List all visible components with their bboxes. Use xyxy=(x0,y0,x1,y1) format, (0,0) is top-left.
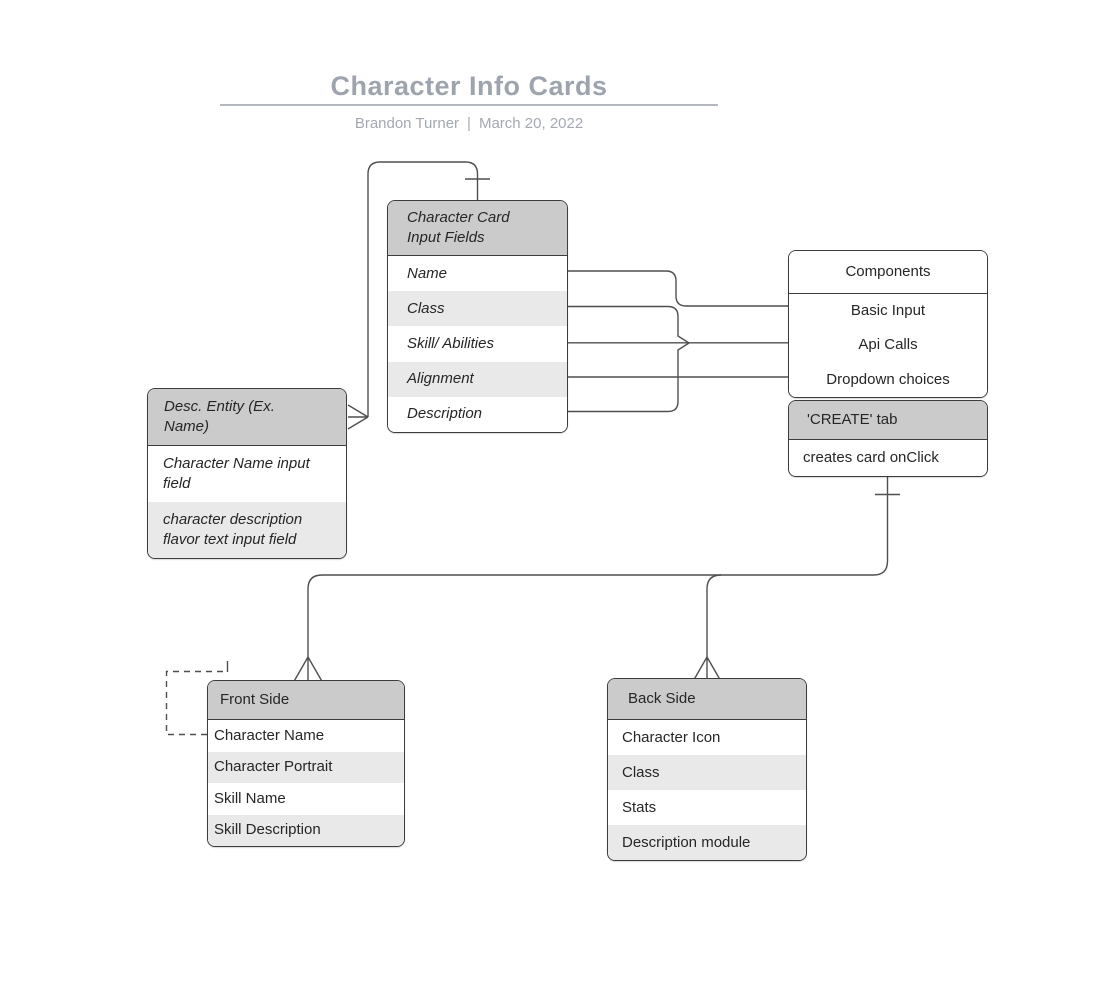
page-title: Character Info Cards xyxy=(330,71,608,101)
entity-header: Front Side xyxy=(208,681,404,720)
crow-foot-many-icon xyxy=(293,656,323,681)
connector-description-to-api-calls xyxy=(568,342,690,413)
entity-header: Components xyxy=(789,251,987,294)
connector-class-to-api-calls xyxy=(568,305,690,344)
entity-row: Skill Description xyxy=(208,814,404,846)
entity-row: Alignment xyxy=(388,361,567,397)
entity-row: Character Name xyxy=(208,720,404,752)
entity-row: Description module xyxy=(608,825,806,860)
entity-row: Character Icon xyxy=(608,720,806,755)
entity-row: Skill/ Abilities xyxy=(388,326,567,362)
author-date-line: Brandon Turner | March 20, 2022 xyxy=(220,115,718,132)
entity-row: Dropdown choices xyxy=(789,362,987,397)
entity-character-card-input-fields[interactable]: Character Card Input Fields Name Class S… xyxy=(387,200,568,433)
entity-desc-entity[interactable]: Desc. Entity (Ex. Name) Character Name i… xyxy=(147,388,347,559)
entity-row: Description xyxy=(388,396,567,432)
title-rule xyxy=(220,104,718,106)
connector-dashed-unattached xyxy=(165,670,227,736)
entity-row: Character Portrait xyxy=(208,751,404,783)
title-block: Character Info Cards Brandon Turner | Marc… xyxy=(220,70,718,132)
connector-input-fields-to-desc-entity xyxy=(367,161,479,417)
entity-header: Character Card Input Fields xyxy=(388,201,567,256)
entity-create-tab[interactable]: 'CREATE' tab creates card onClick xyxy=(788,400,988,477)
entity-back-side[interactable]: Back Side Character Icon Class Stats Des… xyxy=(607,678,807,861)
entity-header: 'CREATE' tab xyxy=(789,401,987,440)
entity-row: Class xyxy=(388,291,567,327)
entity-header: Desc. Entity (Ex. Name) xyxy=(148,389,346,446)
author-name: Brandon Turner xyxy=(354,115,460,132)
crow-foot-many-icon xyxy=(692,656,722,681)
entity-row: Character Name input field xyxy=(148,446,346,502)
entity-row: Basic Input xyxy=(789,294,987,329)
entity-row: Class xyxy=(608,755,806,790)
separator: | xyxy=(467,115,471,132)
entity-components[interactable]: Components Basic Input Api Calls Dropdow… xyxy=(788,250,988,398)
connector-create-tab-to-back-side xyxy=(706,574,722,657)
entity-row: creates card onClick xyxy=(789,440,987,476)
entity-row: character description flavor text input … xyxy=(148,502,346,558)
connector-create-tab-to-front-side xyxy=(307,475,889,657)
connector-name-to-basic-input xyxy=(568,270,788,307)
entity-row: Name xyxy=(388,256,567,292)
entity-front-side[interactable]: Front Side Character Name Character Port… xyxy=(207,680,405,847)
crow-foot-many-icon xyxy=(347,404,369,430)
entity-row: Api Calls xyxy=(789,328,987,363)
entity-row: Skill Name xyxy=(208,783,404,815)
date-text: March 20, 2022 xyxy=(478,115,584,132)
entity-header: Back Side xyxy=(608,679,806,720)
entity-row: Stats xyxy=(608,790,806,825)
